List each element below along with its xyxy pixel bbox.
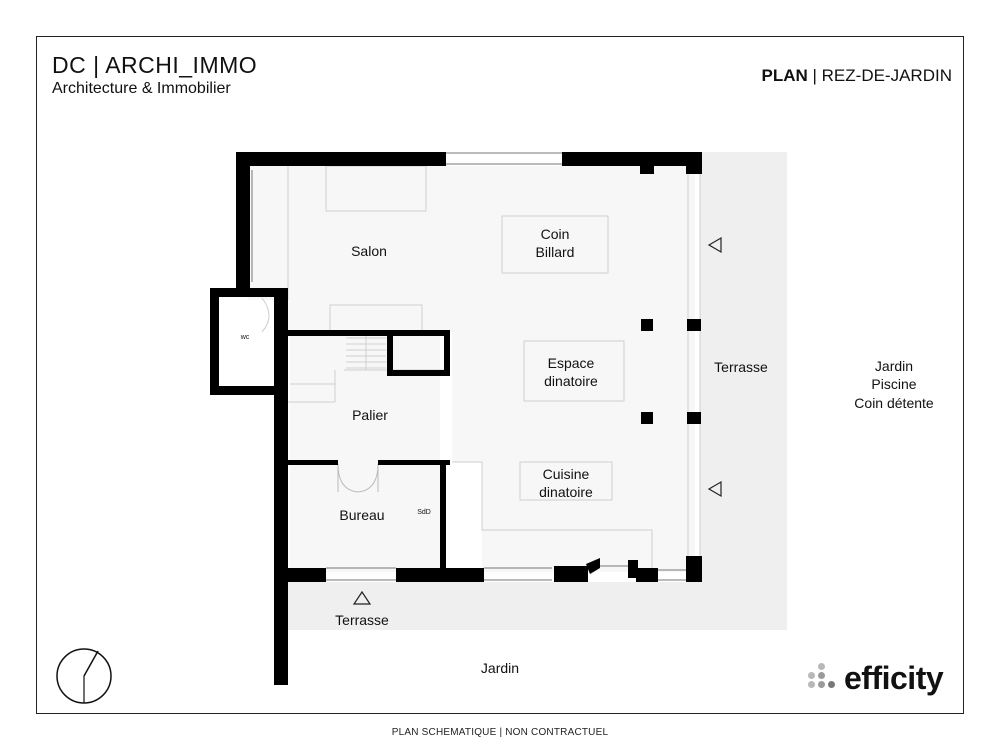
staircase [346, 334, 386, 370]
wc-wall-top [210, 288, 288, 297]
plan-separator: | [807, 66, 822, 85]
brand-block: DC | ARCHI_IMMO Architecture & Immobilie… [52, 54, 257, 97]
wall-closet-bottom [387, 370, 450, 376]
terrace-east-area [700, 152, 787, 582]
wall-south-west [274, 568, 326, 582]
wall-closet-east [444, 330, 450, 376]
billard-table-outline [501, 215, 609, 274]
wall-south-east-4 [636, 568, 658, 582]
wc-wall-bottom [210, 386, 288, 395]
label-bureau: Bureau [339, 507, 384, 523]
column-4 [687, 412, 701, 424]
label-sdd: SdD [417, 509, 431, 516]
compass-icon [56, 648, 112, 704]
wall-palier-top [274, 330, 450, 336]
bureau-door-swing [337, 463, 379, 493]
label-jardin-east-2: Piscine [871, 376, 916, 392]
wall-north-west [236, 152, 446, 166]
wc-door-swing [261, 297, 270, 333]
wall-south-east-1 [554, 566, 588, 582]
label-jardin-east-3: Coin détente [854, 395, 934, 411]
label-jardin-east-1: Jardin [875, 358, 913, 374]
efficity-logo-icon [806, 662, 838, 695]
wall-bureau-top-west [288, 460, 338, 465]
wall-closet-west [387, 330, 393, 376]
kitchen-counter-outline [452, 461, 653, 572]
wall-west-long [274, 288, 288, 685]
wall-north-stub [640, 166, 654, 174]
wc-wall-west [210, 288, 219, 395]
entry-arrow-icon [352, 590, 372, 605]
label-palier: Palier [352, 407, 388, 423]
wall-bureau-east [440, 460, 446, 572]
brand-subtitle: Architecture & Immobilier [52, 80, 231, 97]
wall-north-east [562, 152, 702, 166]
wall-corner-se [686, 556, 702, 582]
entry-arrow-icon [707, 480, 722, 498]
label-jardin-south: Jardin [481, 660, 519, 676]
label-espace-1: Espace [548, 355, 595, 371]
label-coin-billard-1: Coin [541, 226, 570, 242]
dining-table-outline [523, 340, 625, 402]
wall-south-east-3 [628, 560, 638, 578]
walls [210, 152, 702, 685]
label-terrasse-east: Terrasse [714, 359, 768, 375]
wall-corner-ne [686, 152, 702, 174]
entry-arrow-icon [707, 236, 722, 254]
windows [251, 152, 686, 581]
label-coin-billard-2: Billard [536, 244, 575, 260]
brand-title: DC | ARCHI_IMMO [52, 52, 258, 78]
label-cuisine-1: Cuisine [543, 466, 590, 482]
footer-disclaimer: PLAN SCHEMATIQUE | NON CONTRACTUEL [391, 727, 609, 738]
plan-label: PLAN [761, 66, 808, 85]
column-2 [687, 319, 701, 331]
plan-heading: PLAN | REZ-DE-JARDIN [762, 66, 953, 86]
efficity-logo: efficity [806, 660, 944, 697]
label-wc: wc [240, 334, 250, 341]
page-frame [36, 36, 964, 714]
wall-bureau-top-east [378, 460, 450, 465]
label-salon: Salon [351, 243, 387, 259]
column-1 [641, 319, 653, 331]
kitchen-island-outline [519, 461, 613, 501]
column-3 [641, 412, 653, 424]
wall-south-mid [396, 568, 484, 582]
terrace-south-area [288, 582, 787, 630]
efficity-logo-text: efficity [844, 660, 944, 696]
wall-west-upper [236, 152, 250, 288]
interior-floor [248, 166, 695, 572]
wall-south-east-2 [586, 558, 600, 574]
plan-level: REZ-DE-JARDIN [821, 66, 952, 85]
label-cuisine-2: dinatoire [539, 484, 593, 500]
label-terrasse-south: Terrasse [335, 612, 389, 628]
label-espace-2: dinatoire [544, 373, 598, 389]
